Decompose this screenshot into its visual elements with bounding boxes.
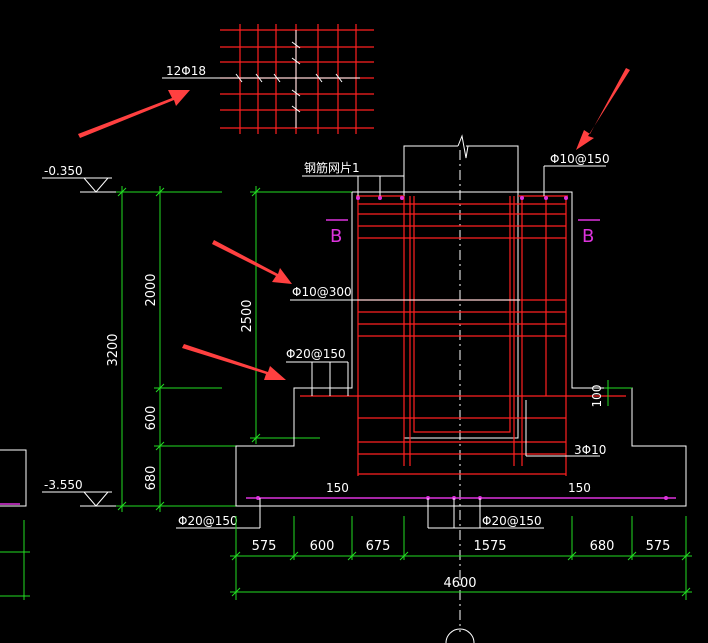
dim-seg-2: 600 [310, 539, 335, 554]
dim-seg-5: 680 [590, 539, 615, 554]
top-bar-label: Φ10@150 [550, 152, 610, 166]
dim-seg-6: 575 [646, 539, 671, 554]
cover-left-label: 150 [326, 481, 349, 495]
section-label-left: B [330, 226, 342, 247]
axis-bubble [445, 628, 475, 643]
arrow-icon-wall [182, 344, 286, 380]
rebar-cage [300, 195, 626, 476]
stirrup-label: 3Φ10 [574, 443, 606, 457]
dimension-ticks-v [117, 187, 261, 511]
arrow-icon-top [576, 68, 630, 150]
dim-seg-3: 675 [366, 539, 391, 554]
mesh-bar-label: 12Φ18 [166, 64, 206, 78]
section-label-right: B [582, 226, 594, 247]
mesh-text-label: 钢筋网片1 [304, 160, 360, 175]
dim-wall-height: 2500 [240, 299, 255, 332]
dim-seg-4: 1575 [473, 539, 506, 554]
dim-seg-1: 575 [252, 539, 277, 554]
bottom-mid-bar-label: Φ20@150 [482, 514, 542, 528]
vertical-dimensions [116, 186, 356, 512]
dim-total-height: 3200 [106, 333, 121, 366]
mesh-leader [162, 30, 360, 128]
left-partial-structure [0, 449, 27, 507]
elevation-top-label: -0.350 [44, 164, 83, 178]
cover-right-label: 150 [568, 481, 591, 495]
arrow-icon-mesh [78, 90, 190, 138]
elevation-marker-bottom [42, 491, 122, 507]
rebar-mesh-detail [220, 24, 374, 134]
dim-upper-height: 2000 [144, 273, 159, 306]
step-height-label: 100 [590, 385, 604, 408]
wall-bar-label: Φ20@150 [286, 347, 346, 361]
leader-lines [176, 165, 606, 529]
mid-bar-label: Φ10@300 [292, 285, 352, 299]
step-dim [604, 380, 632, 406]
bottom-left-bar-label: Φ20@150 [178, 514, 238, 528]
dimension-ticks-h [231, 551, 691, 597]
dim-lower-height: 680 [144, 466, 159, 491]
elevation-marker-top [42, 177, 122, 193]
dim-mid-height: 600 [144, 406, 159, 431]
horizontal-dimensions [230, 516, 692, 600]
dim-total-width: 4600 [443, 576, 476, 591]
annotation-arrows [78, 68, 630, 380]
arrow-icon-mid [212, 240, 292, 284]
elevation-bottom-label: -3.550 [44, 478, 83, 492]
